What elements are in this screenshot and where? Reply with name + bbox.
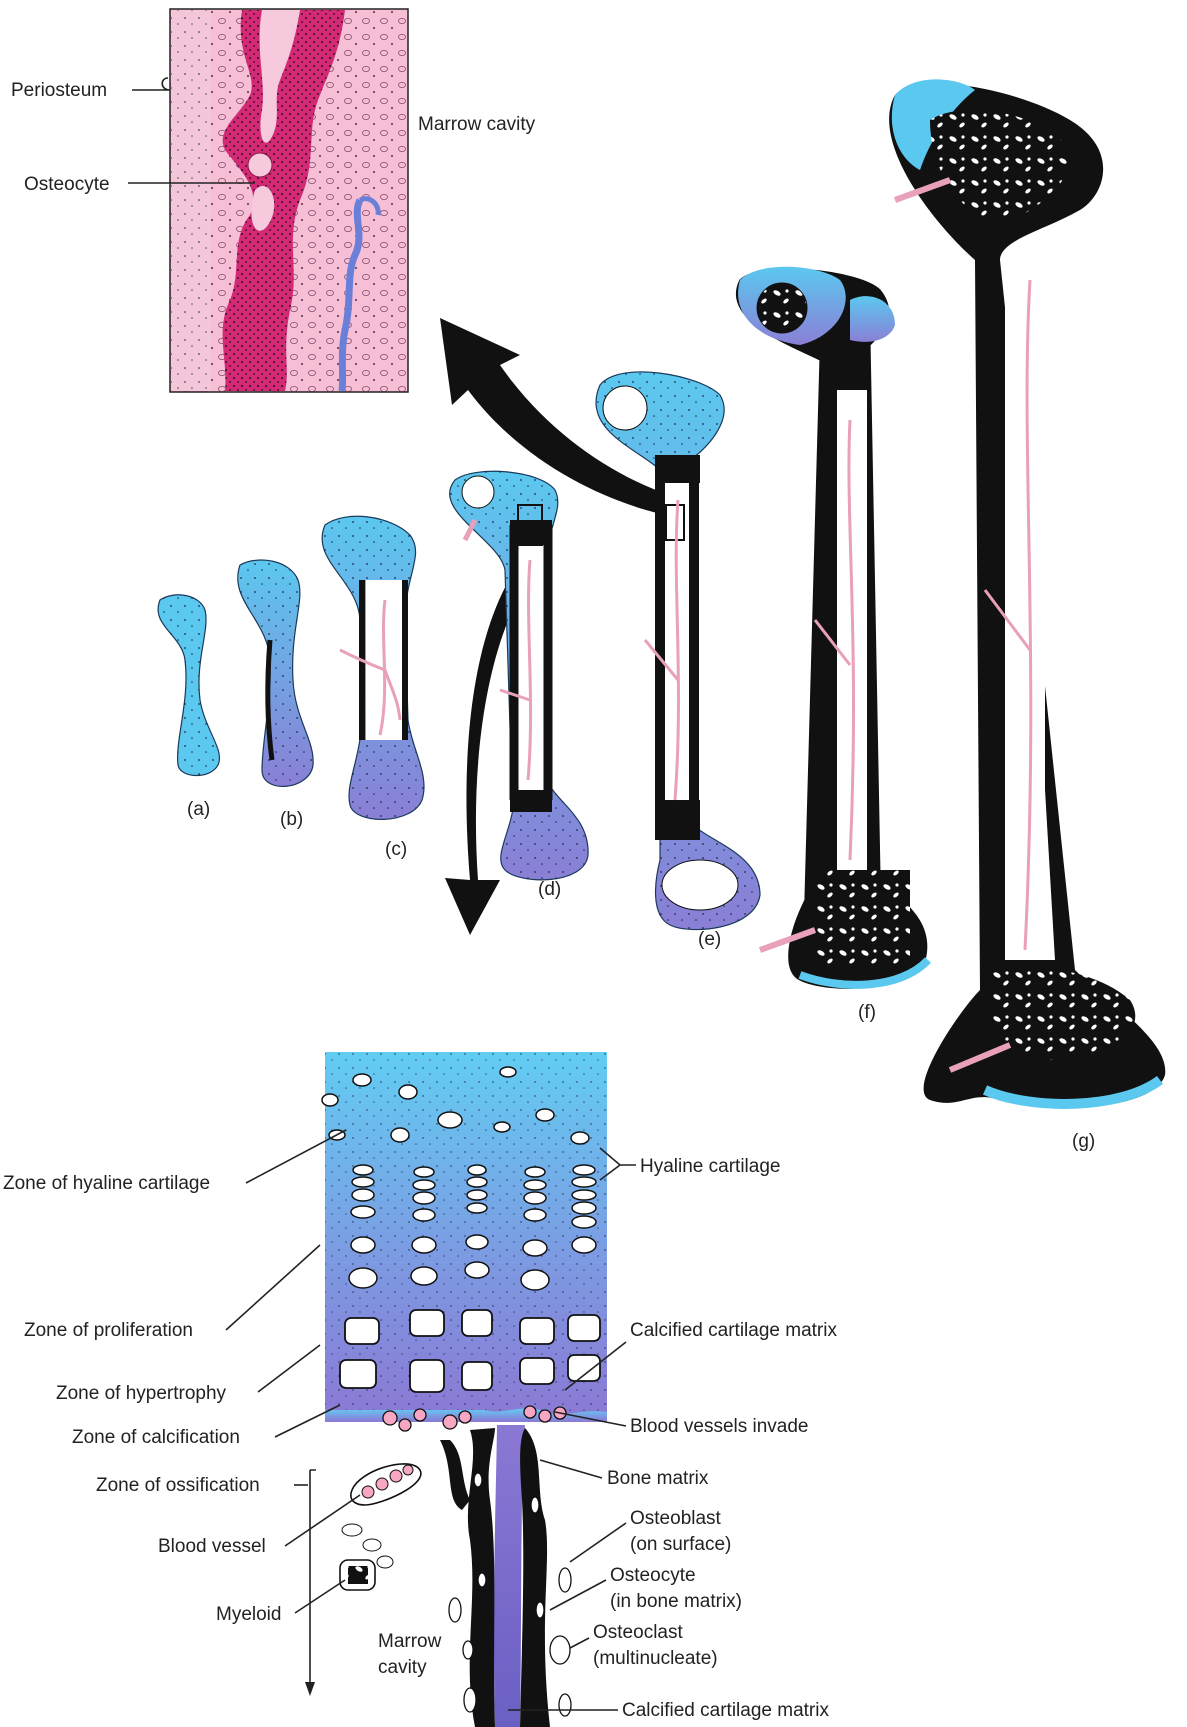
label-myeloid: Myeloid <box>216 1604 281 1625</box>
label-zone-hypertrophy: Zone of hypertrophy <box>56 1383 227 1404</box>
stage-label-a: (a) <box>187 799 210 820</box>
bone-stage-a <box>158 595 219 776</box>
stage-label-f: (f) <box>858 1002 876 1023</box>
bone-stage-e <box>596 372 760 930</box>
label-osteoblast-line1: Osteoblast <box>630 1508 722 1529</box>
bone-stage-c <box>322 516 424 819</box>
label-osteoblast-line2: (on surface) <box>630 1534 731 1555</box>
stage-label-c: (c) <box>385 839 407 860</box>
label-bone-matrix: Bone matrix <box>607 1468 709 1489</box>
label-zone-hyaline: Zone of hyaline cartilage <box>3 1173 210 1194</box>
stage-label-b: (b) <box>280 809 303 830</box>
label-calcified-matrix: Calcified cartilage matrix <box>630 1320 837 1341</box>
label-hyaline-cartilage: Hyaline cartilage <box>640 1156 780 1177</box>
label-osteocyte-line1: Osteocyte <box>610 1565 696 1586</box>
label-blood-vessel: Blood vessel <box>158 1536 266 1557</box>
label-zone-ossification: Zone of ossification <box>96 1475 260 1496</box>
label-osteocyte-line2: (in bone matrix) <box>610 1591 742 1612</box>
label-osteoclast-line2: (multinucleate) <box>593 1648 718 1669</box>
label-marrow-cavity-micro: Marrow cavity <box>418 114 536 135</box>
growth-plate-panel <box>305 1052 607 1727</box>
label-zone-proliferation: Zone of proliferation <box>24 1320 193 1341</box>
stage-label-e: (e) <box>698 929 721 950</box>
micrograph-panel <box>170 9 408 392</box>
label-marrow-line2: cavity <box>378 1657 427 1678</box>
stage-label-d: (d) <box>538 879 561 900</box>
bone-stage-f <box>736 267 928 988</box>
bone-stage-g <box>889 79 1165 1108</box>
label-osteocyte-micro: Osteocyte <box>24 174 110 195</box>
label-calcified-matrix-bottom: Calcified cartilage matrix <box>622 1700 829 1721</box>
label-periosteum: Periosteum <box>11 80 107 101</box>
bone-stage-b <box>238 560 313 786</box>
label-osteoclast-line1: Osteoclast <box>593 1622 683 1643</box>
stage-label-g: (g) <box>1072 1131 1095 1152</box>
label-marrow-line1: Marrow <box>378 1631 442 1652</box>
label-zone-calcification: Zone of calcification <box>72 1427 240 1448</box>
label-vessels-invade: Blood vessels invade <box>630 1416 809 1437</box>
